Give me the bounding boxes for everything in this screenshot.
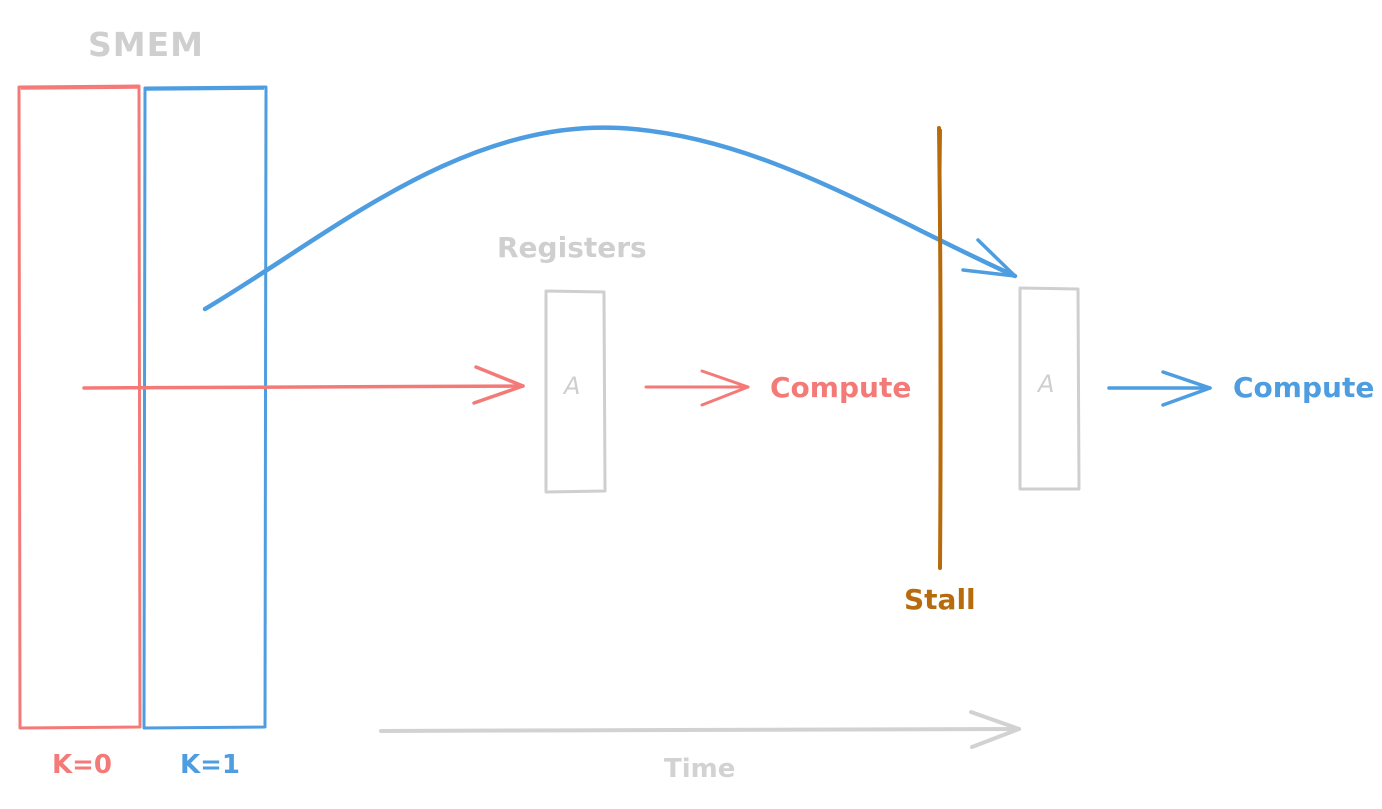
register-tile-2-label: A: [1038, 370, 1055, 398]
register-tile-1: [544, 289, 607, 494]
smem-buffer-k0: [17, 84, 142, 730]
buffer-label-k1: K=1: [180, 750, 241, 780]
compute-label-k0: Compute: [770, 371, 912, 404]
buffer-label-k0: K=0: [52, 750, 113, 780]
register-tile-2: [1018, 286, 1081, 491]
time-arrow: [379, 710, 1021, 749]
stall-label: Stall: [904, 583, 976, 616]
load-arrow-k0: [82, 365, 525, 405]
compute-label-k1: Compute: [1233, 371, 1375, 404]
compute-arrow-k0: [644, 369, 750, 407]
time-label: Time: [664, 754, 736, 784]
registers-label: Registers: [497, 231, 647, 264]
smem-buffer-k1: [142, 85, 268, 730]
stall-line: [937, 126, 943, 570]
register-tile-1-label: A: [564, 372, 581, 400]
compute-arrow-k1: [1107, 370, 1212, 407]
load-arrow-k1: [202, 125, 1018, 312]
smem-label: SMEM: [88, 25, 204, 64]
